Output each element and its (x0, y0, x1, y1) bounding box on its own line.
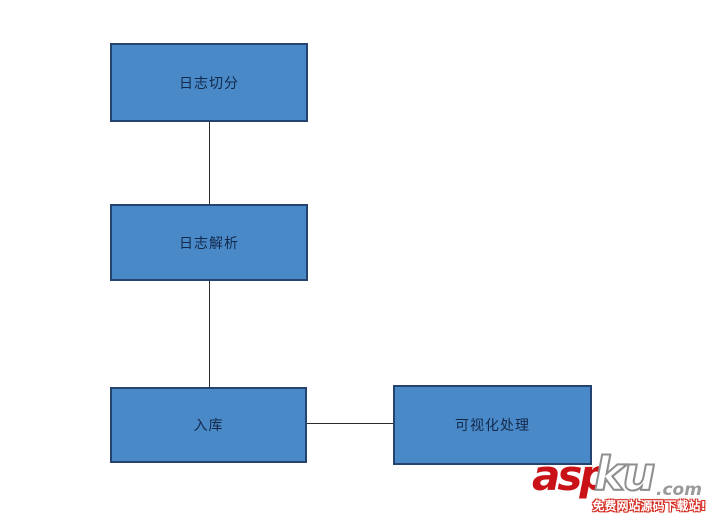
connector-logsplit-logparse (209, 122, 210, 204)
node-label-log-split: 日志切分 (179, 75, 239, 92)
flowchart-node-log-split: 日志切分 (110, 43, 308, 122)
watermark-brand-ku: ku (593, 447, 656, 501)
flowchart-node-log-parse: 日志解析 (110, 204, 308, 281)
node-label-log-parse: 日志解析 (179, 235, 239, 252)
node-label-visualize: 可视化处理 (455, 418, 530, 434)
watermark-tagline: 免费网站源码下载站! (592, 499, 706, 513)
connector-store-visualize (307, 423, 393, 424)
watermark-brand-tld: .com (656, 480, 702, 500)
node-label-store: 入库 (193, 418, 224, 434)
flowchart-node-visualize: 可视化处理 (393, 385, 592, 465)
flowchart-node-store: 入库 (110, 387, 307, 463)
connector-logparse-store (209, 281, 210, 387)
